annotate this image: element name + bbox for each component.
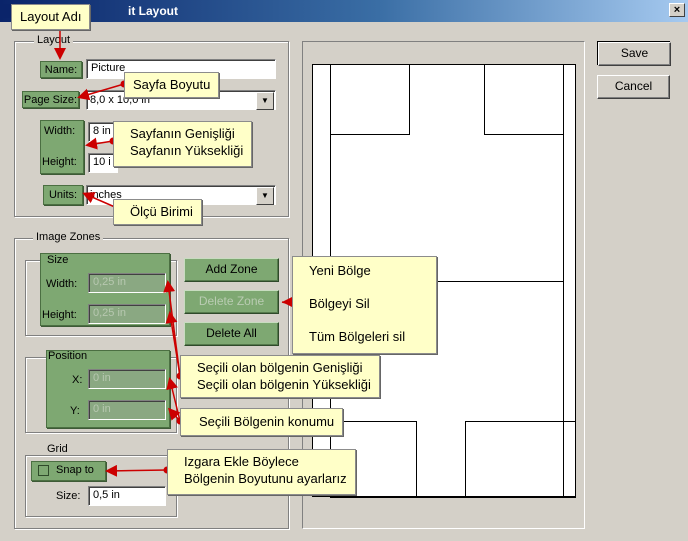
- units-label: Units:: [43, 185, 83, 205]
- zone-width-input[interactable]: 0,25 in: [88, 273, 166, 293]
- callout-sayfa-olculeri: Sayfanın Genişliği Sayfanın Yüksekliği: [113, 121, 253, 167]
- name-label: Name:: [40, 61, 82, 78]
- callout-secili-yukseklik: Seçili olan bölgenin Yüksekliği: [197, 377, 371, 392]
- cancel-button[interactable]: Cancel: [597, 75, 670, 99]
- callout-izgara: Izgara Ekle Böylece Bölgenin Boyutunu ay…: [167, 449, 356, 495]
- layout-group-label: Layout: [34, 34, 74, 46]
- delete-zone-button[interactable]: Delete Zone: [184, 290, 279, 314]
- callout-bolgeyi-sil: Bölgeyi Sil: [309, 296, 370, 311]
- callout-sayfa-genisligi: Sayfanın Genişliği: [130, 126, 235, 141]
- image-zone[interactable]: [330, 64, 564, 282]
- height-label: Height:: [42, 156, 77, 168]
- save-button-frame: Save: [597, 41, 671, 66]
- callout-secili-genislik: Seçili olan bölgenin Genişliği: [197, 360, 363, 375]
- size-group-label: Size: [47, 254, 69, 266]
- callout-tum-bolgeleri-sil: Tüm Bölgeleri sil: [309, 329, 406, 344]
- close-button[interactable]: ×: [669, 3, 685, 17]
- width-input[interactable]: 8 in: [88, 122, 118, 142]
- callout-izgara-ekle: Izgara Ekle Böylece: [184, 454, 299, 469]
- callout-sayfa-yuksekligi: Sayfanın Yüksekliği: [130, 143, 244, 158]
- position-x-input[interactable]: 0 in: [88, 369, 166, 389]
- callout-layout-adi: Layout Adı: [11, 4, 91, 30]
- callout-secili-boyut: Seçili olan bölgenin Genişliği Seçili ol…: [180, 355, 380, 398]
- snap-to-checkbox[interactable]: [38, 465, 49, 476]
- add-zone-button[interactable]: Add Zone: [184, 258, 279, 282]
- callout-sayfa-boyutu: Sayfa Boyutu: [124, 72, 220, 98]
- image-zone[interactable]: [465, 421, 576, 498]
- delete-all-button[interactable]: Delete All: [184, 322, 279, 346]
- callout-yeni-bolge: Yeni Bölge: [309, 263, 371, 278]
- save-button[interactable]: Save: [598, 42, 671, 66]
- grid-size-input[interactable]: 0,5 in: [88, 486, 166, 506]
- chevron-down-icon[interactable]: ▼: [256, 92, 274, 110]
- image-zones-label: Image Zones: [33, 231, 104, 243]
- grid-size-label: Size:: [56, 490, 81, 502]
- snap-to-label: Snap to: [56, 464, 94, 476]
- close-icon: ×: [673, 4, 681, 16]
- x-label: X:: [72, 374, 83, 386]
- width-label: Width:: [44, 125, 76, 137]
- page-size-label: Page Size:: [22, 91, 79, 108]
- height-input[interactable]: 10 i: [88, 153, 118, 173]
- position-group-label: Position: [48, 350, 88, 362]
- window-title: it Layout: [128, 4, 178, 18]
- chevron-down-icon[interactable]: ▼: [256, 187, 274, 205]
- title-bar[interactable]: it Layout: [0, 0, 688, 22]
- callout-olcu-birimi: Ölçü Birimi: [113, 199, 202, 225]
- zone-height-input[interactable]: 0,25 in: [88, 304, 166, 324]
- callout-zone-buttons: Yeni Bölge Bölgeyi Sil Tüm Bölgeleri sil: [292, 256, 437, 354]
- callout-izgara-boyut: Bölgenin Boyutunu ayarlarız: [184, 471, 347, 486]
- callout-secili-konum: Seçili Bölgenin konumu: [180, 408, 344, 436]
- position-y-input[interactable]: 0 in: [88, 400, 166, 420]
- y-label: Y:: [70, 405, 80, 417]
- zone-width-label: Width:: [46, 278, 78, 290]
- size-label-panel: [40, 120, 84, 174]
- grid-group-label: Grid: [44, 443, 71, 455]
- zone-height-label: Height:: [42, 309, 77, 321]
